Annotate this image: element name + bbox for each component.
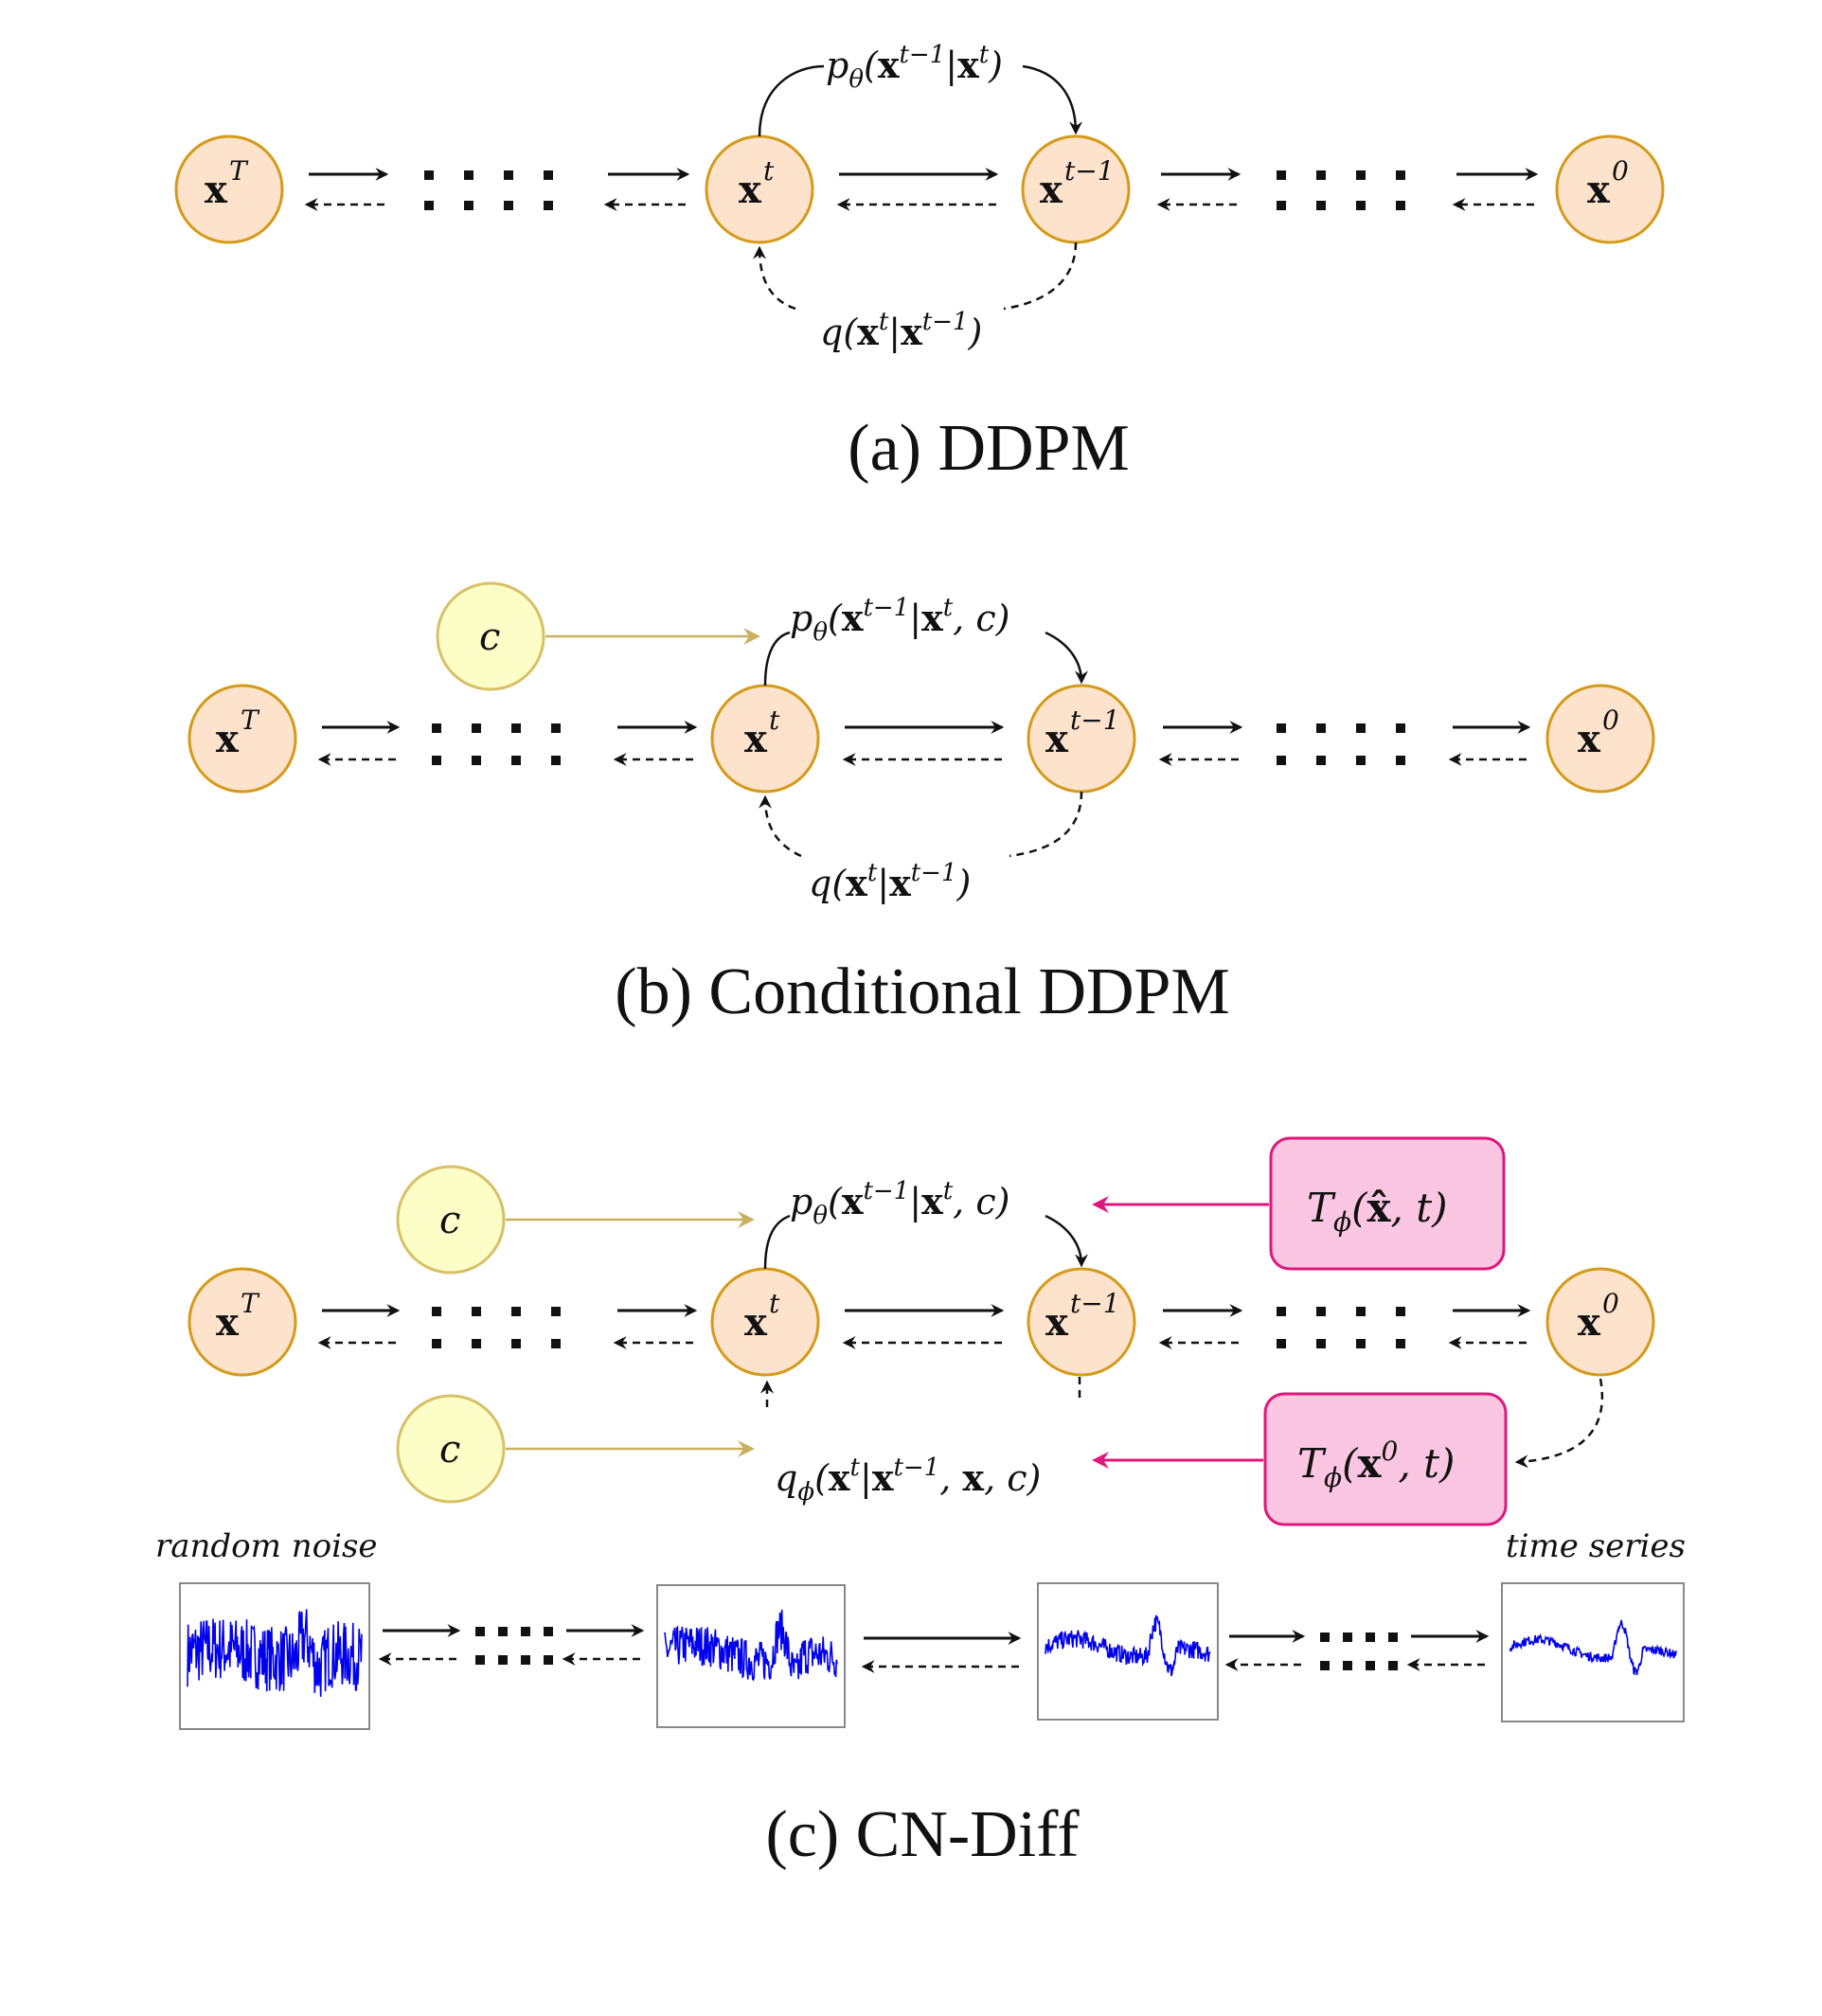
label-reverse-model: pθ(xt−1|xt, c) (790, 594, 1009, 647)
svg-text:T: T (229, 155, 249, 187)
ellipsis-dots (432, 1307, 561, 1348)
svg-text:x: x (216, 717, 240, 761)
series-thumbnail-clean (1501, 1582, 1685, 1722)
series-line (1045, 1615, 1211, 1677)
series-thumbnail-step (656, 1584, 846, 1728)
svg-text:x: x (1045, 1300, 1069, 1345)
svg-text:0: 0 (1612, 155, 1629, 187)
arrow-forward-process (759, 242, 1078, 311)
node-c-top: c (396, 1165, 506, 1275)
box-transform-xhat: Tϕ(x̂, t) (1269, 1136, 1506, 1271)
svg-text:t: t (763, 155, 775, 187)
ellipsis-dots (424, 170, 553, 210)
svg-text:x: x (1045, 717, 1069, 761)
arrow-reverse-model (758, 64, 1076, 136)
series-line (1509, 1619, 1677, 1676)
svg-text:x: x (744, 717, 768, 761)
node-c-bottom: c (396, 1394, 506, 1504)
label-forward-process: q(xt|xt−1) (820, 308, 982, 353)
ellipsis-dots (475, 1627, 553, 1665)
label-forward-process: qϕ(xt|xt−1, x, c) (775, 1454, 1041, 1507)
series-line (664, 1609, 838, 1682)
svg-text:0: 0 (1602, 705, 1619, 736)
svg-text:x: x (216, 1300, 240, 1345)
svg-text:t: t (769, 705, 780, 736)
ellipsis-dots (1277, 170, 1405, 210)
label-forward-process: q(xt|xt−1) (809, 859, 971, 904)
node-c: c (436, 581, 545, 691)
ellipsis-dots (1277, 723, 1405, 765)
svg-text:t: t (769, 1288, 780, 1319)
node-x0: x 0 (1555, 134, 1665, 244)
svg-text:Tϕ(x0, t): Tϕ(x0, t) (1297, 1436, 1455, 1493)
svg-text:x: x (1578, 1300, 1601, 1345)
svg-text:x: x (1040, 168, 1063, 212)
series-thumbnail-noise (179, 1582, 370, 1730)
ellipsis-dots (1277, 1307, 1405, 1348)
node-xt: x t (705, 134, 814, 244)
svg-text:x: x (1587, 168, 1611, 212)
label-random-noise: random noise (155, 1527, 378, 1565)
arrow-reverse-model (763, 1214, 1081, 1269)
arrow-forward-process (765, 792, 1083, 858)
series-line (187, 1609, 363, 1697)
svg-text:c: c (479, 616, 500, 659)
panel-a: x T x t x t−1 x 0 (174, 41, 1665, 485)
svg-text:T: T (241, 1288, 260, 1319)
series-thumbnail-smooth (1037, 1582, 1219, 1721)
svg-text:t−1: t−1 (1070, 1288, 1120, 1319)
ellipsis-dots (432, 723, 561, 765)
svg-text:x: x (205, 168, 228, 212)
ellipsis-dots (1320, 1632, 1398, 1670)
svg-text:t−1: t−1 (1064, 155, 1115, 187)
arrow-x0-to-transform (1514, 1378, 1604, 1469)
label-reverse-model: pθ(xt−1|xt, c) (790, 1177, 1009, 1230)
label-reverse-model: pθ(xt−1|xt) (826, 41, 1003, 94)
svg-text:x: x (739, 168, 762, 212)
svg-text:T: T (241, 705, 260, 736)
svg-text:c: c (439, 1199, 460, 1242)
svg-text:0: 0 (1602, 1288, 1619, 1319)
node-xt-minus-1: x t−1 (1021, 134, 1131, 244)
caption-a: (a) DDPM (848, 412, 1129, 485)
box-transform-x0: Tϕ(x0, t) (1263, 1392, 1508, 1526)
svg-text:Tϕ(x̂, t): Tϕ(x̂, t) (1307, 1185, 1448, 1238)
svg-text:x: x (744, 1300, 768, 1345)
svg-text:c: c (439, 1428, 460, 1472)
svg-text:t−1: t−1 (1070, 705, 1120, 736)
arrow-reverse-model (763, 631, 1081, 686)
label-time-series: time series (1506, 1527, 1686, 1565)
caption-c: (c) CN-Diff (765, 1798, 1080, 1871)
svg-text:x: x (1578, 717, 1601, 761)
node-xT: x T (174, 134, 284, 244)
caption-b: (b) Conditional DDPM (615, 955, 1229, 1028)
